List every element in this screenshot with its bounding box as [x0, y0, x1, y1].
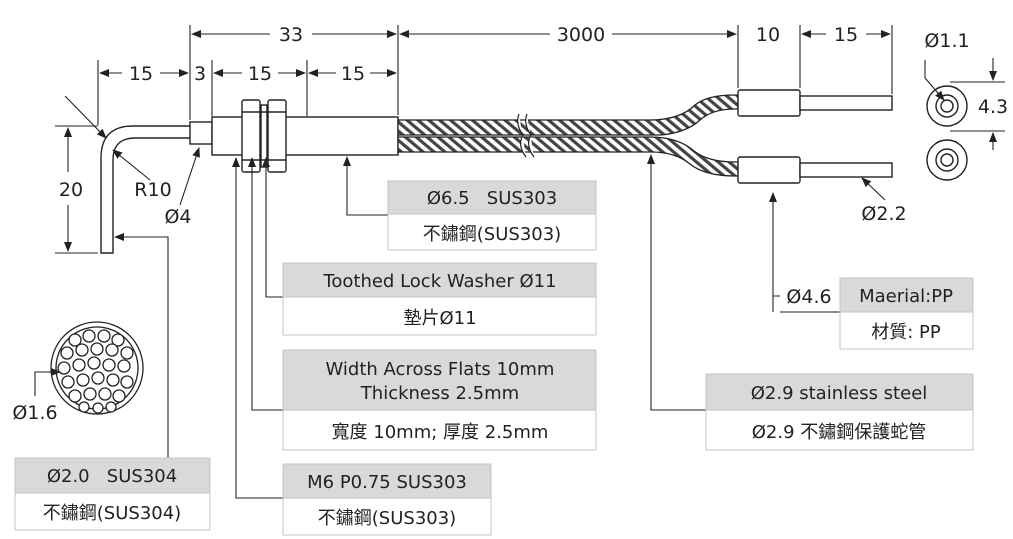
callout-body: Ø6.5 SUS303 不鏽鋼(SUS303): [387, 180, 597, 251]
callout-nut-en-1: Width Across Flats 10mm: [326, 359, 555, 380]
callout-material: Maerial:PP 材質: PP: [839, 277, 974, 350]
hose-upper: [397, 94, 739, 136]
callout-material-zh: 材質: PP: [871, 322, 941, 343]
callout-nut-zh: 寬度 10mm; 厚度 2.5mm: [332, 422, 549, 443]
dim-r10: R10: [134, 179, 171, 201]
dim-phi1-6: Ø1.6: [12, 402, 57, 424]
hose-lower: [397, 136, 739, 177]
callout-thread-zh: 不鏽鋼(SUS303): [318, 508, 456, 529]
callout-material-en: Maerial:PP: [859, 286, 953, 307]
sensor-geometry: [100, 99, 399, 254]
dim-phi4-6: Ø4.6: [786, 286, 831, 308]
callout-thread-en: M6 P0.75 SUS303: [307, 472, 467, 493]
callout-hose: Ø2.9 stainless steel Ø2.9 不鏽鋼保護蛇管: [705, 373, 974, 451]
callout-nut-en-2: Thickness 2.5mm: [360, 383, 519, 404]
fiber-lower: [799, 162, 893, 178]
dim-3000: 3000: [557, 24, 605, 46]
callout-tube-en: Ø2.0 SUS304: [47, 466, 177, 487]
dim-15-left: 15: [129, 63, 153, 85]
sleeve-lower: [737, 156, 801, 184]
dim-4-3: 4.3: [978, 96, 1008, 118]
end-view: [926, 85, 968, 181]
dim-3: 3: [194, 63, 206, 85]
dim-15-a: 15: [248, 63, 272, 85]
dimension-lines: [55, 25, 1005, 254]
callout-body-en: Ø6.5 SUS303: [427, 188, 557, 209]
hex-nut-right: [267, 99, 287, 173]
dim-phi1-1: Ø1.1: [924, 30, 969, 52]
fiber-bundle-section: [50, 321, 144, 415]
callout-hose-en: Ø2.9 stainless steel: [751, 383, 928, 404]
dim-phi2-2: Ø2.2: [861, 203, 906, 225]
callout-thread: M6 P0.75 SUS303 不鏽鋼(SUS303): [282, 463, 492, 536]
dim-phi4: Ø4: [164, 206, 191, 228]
callout-washer-en: Toothed Lock Washer Ø11: [322, 271, 556, 292]
callout-leaders: [34, 154, 840, 499]
callout-nut: Width Across Flats 10mm Thickness 2.5mm …: [282, 349, 597, 451]
probe-tip: [189, 121, 213, 145]
lock-washer: [260, 104, 268, 168]
callout-washer: Toothed Lock Washer Ø11 墊片Ø11: [282, 262, 597, 336]
protective-hose: [397, 94, 739, 177]
dim-10: 10: [756, 24, 780, 46]
dim-15-b: 15: [341, 63, 365, 85]
dim-15-right: 15: [834, 24, 858, 46]
probe-tube: [100, 125, 190, 254]
callout-tube-zh: 不鏽鋼(SUS304): [43, 503, 181, 524]
fiber-ends: [737, 89, 893, 184]
hex-nut-left: [241, 99, 261, 173]
callout-body-zh: 不鏽鋼(SUS303): [423, 224, 561, 245]
fiber-upper: [799, 95, 893, 111]
dim-20: 20: [59, 179, 83, 201]
threaded-body: [211, 116, 399, 156]
callout-tube: Ø2.0 SUS304 不鏽鋼(SUS304): [14, 457, 211, 531]
callout-washer-zh: 墊片Ø11: [403, 308, 476, 329]
callout-hose-zh: Ø2.9 不鏽鋼保護蛇管: [752, 422, 927, 443]
dimension-labels: 33 3000 10 15 15 3 15 15 20 R10 Ø4 Ø1.1 …: [12, 24, 1008, 424]
dim-33: 33: [279, 24, 303, 46]
sleeve-upper: [737, 89, 801, 117]
